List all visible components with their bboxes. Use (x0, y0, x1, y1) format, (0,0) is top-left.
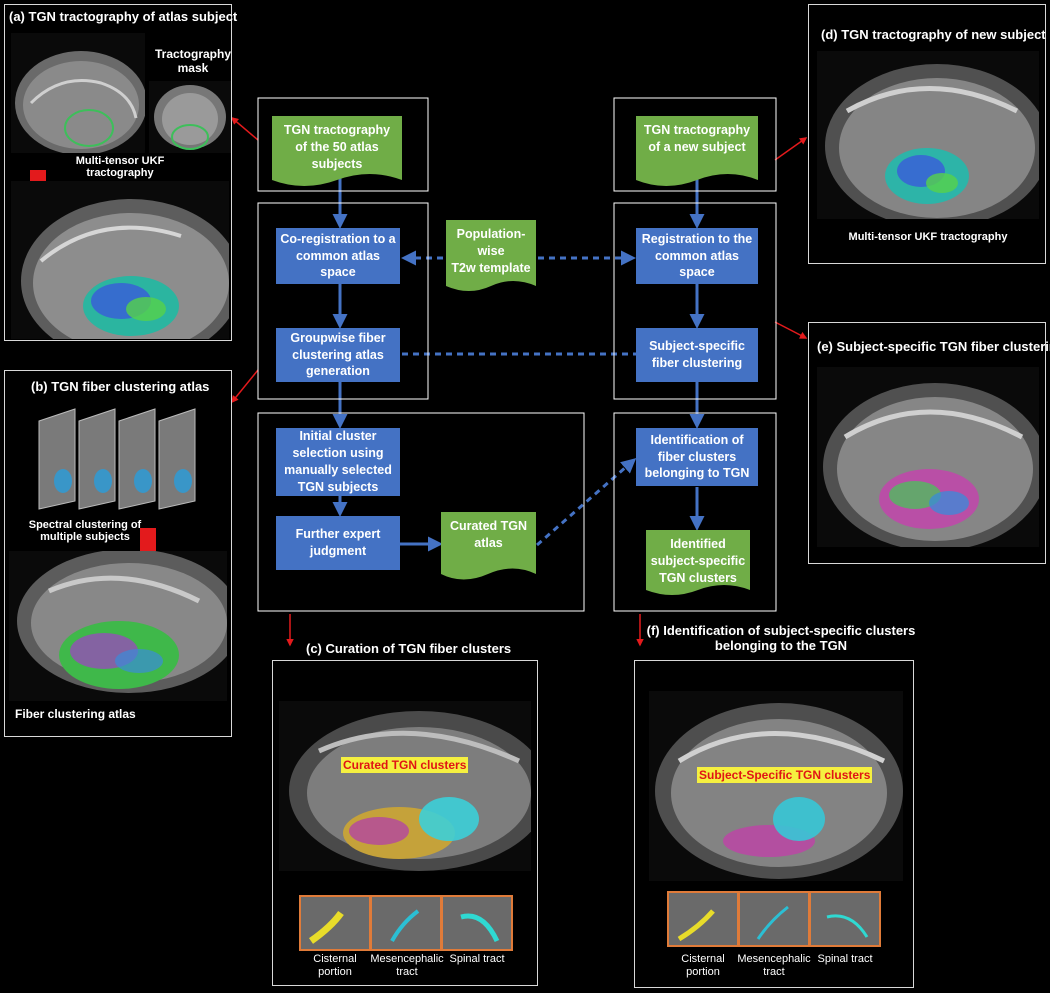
brain-sagittal-a (15, 51, 145, 153)
pointer-lines (230, 117, 808, 647)
doc-identified-clusters: Identified subject-specific TGN clusters (650, 537, 746, 585)
doc-template-shape (446, 220, 536, 291)
identified-clusters-image (649, 691, 903, 881)
thumb-cisternal-c (299, 895, 371, 951)
panel-a-title: (a) TGN tractography of atlas subject (9, 9, 238, 24)
sagittal-mri-image (11, 33, 145, 153)
panel-d: (d) TGN tractography of new subject Mult… (808, 4, 1046, 264)
dotted-arrows (401, 250, 637, 547)
frame-new-input (613, 97, 777, 192)
thumb-cisternal-f (667, 891, 739, 947)
label-spinal-c: Spinal tract (449, 953, 505, 965)
doc-right-input-shape (636, 116, 758, 186)
tractography-image-d (817, 51, 1039, 219)
doc-left-input-shape (272, 116, 402, 186)
panel-b: (b) TGN fiber clustering atlas Spectral … (4, 370, 232, 737)
panel-c: Curated TGN clusters Cisternal portion M… (272, 660, 538, 986)
panel-b-title: (b) TGN fiber clustering atlas (31, 379, 210, 394)
box-initial-selection: Initial cluster selection using manually… (276, 428, 400, 496)
ukf-label-d: Multi-tensor UKF tractography (848, 231, 1008, 243)
thumb-spinal-c (441, 895, 513, 951)
curated-highlight: Curated TGN clusters (341, 757, 469, 773)
box-identification: Identification of fiber clusters belongi… (636, 428, 758, 486)
doc-template: Population-wise T2w template (451, 227, 531, 275)
coronal-mri-image (149, 81, 231, 153)
panel-c-title: (c) Curation of TGN fiber clusters (306, 641, 512, 656)
brain-d (825, 64, 1039, 219)
fiber-atlas-image (9, 551, 227, 701)
panel-d-title: (d) TGN tractography of new subject (821, 27, 1046, 42)
ukf-label-a: Multi-tensor UKF tractography (75, 155, 165, 179)
frame-atlas-input (257, 97, 429, 192)
brain-stack-b (38, 408, 196, 510)
brain-coronal-a (154, 85, 226, 150)
spectral-label: Spectral clustering of multiple subjects (28, 519, 142, 543)
box-coregistration: Co-registration to a common atlas space (276, 228, 400, 284)
label-spinal-f: Spinal tract (817, 953, 873, 965)
brain-c (289, 711, 531, 871)
panel-e-title: (e) Subject-specific TGN fiber clusterin… (817, 339, 1050, 354)
doc-right-input: TGN tractography of a new subject (643, 123, 751, 154)
atlas-stack-image (35, 401, 203, 511)
box-expert-judgment: Further expert judgment (276, 516, 400, 570)
frame-identification (613, 412, 777, 612)
label-cisternal-f: Cisternal portion (681, 953, 725, 979)
panel-f: Subject-Specific TGN clusters Cisternal … (634, 660, 914, 988)
thumb-mesencephalic-f (738, 891, 810, 947)
frame-new-cluster (613, 202, 777, 400)
panel-e: (e) Subject-specific TGN fiber clusterin… (808, 322, 1050, 564)
box-groupwise-clustering: Groupwise fiber clustering atlas generat… (276, 328, 400, 382)
brain-atlas-b (17, 551, 227, 693)
mask-label: Tractography mask (154, 47, 232, 75)
curated-clusters-image (279, 701, 531, 871)
brain-f (655, 703, 903, 879)
doc-identified-shape (646, 530, 750, 595)
box-registration: Registration to the common atlas space (636, 228, 758, 284)
brain-e (823, 383, 1039, 547)
panel-f-title: (f) Identification of subject-specific c… (646, 623, 916, 653)
thumb-mesencephalic-c (370, 895, 442, 951)
frame-curation (257, 412, 585, 612)
clustering-image-e (817, 367, 1039, 547)
label-mesencephalic-f: Mesencephalic tract (737, 953, 811, 979)
frame-atlas-build (257, 202, 429, 400)
label-mesencephalic-c: Mesencephalic tract (370, 953, 444, 979)
doc-left-input: TGN tractography of the 50 atlas subject… (283, 123, 391, 171)
tractography-image-a (11, 181, 229, 339)
label-cisternal-c: Cisternal portion (313, 953, 357, 979)
brain-tract-a (21, 199, 229, 339)
panel-a: (a) TGN tractography of atlas subject Tr… (4, 4, 237, 341)
fiber-atlas-label: Fiber clustering atlas (15, 707, 136, 721)
identified-highlight: Subject-Specific TGN clusters (697, 767, 873, 783)
doc-curated-atlas: Curated TGN atlas (449, 519, 528, 550)
thumb-spinal-f (809, 891, 881, 947)
doc-curated-shape (441, 512, 536, 580)
box-subject-clustering: Subject-specific fiber clustering (636, 328, 758, 382)
